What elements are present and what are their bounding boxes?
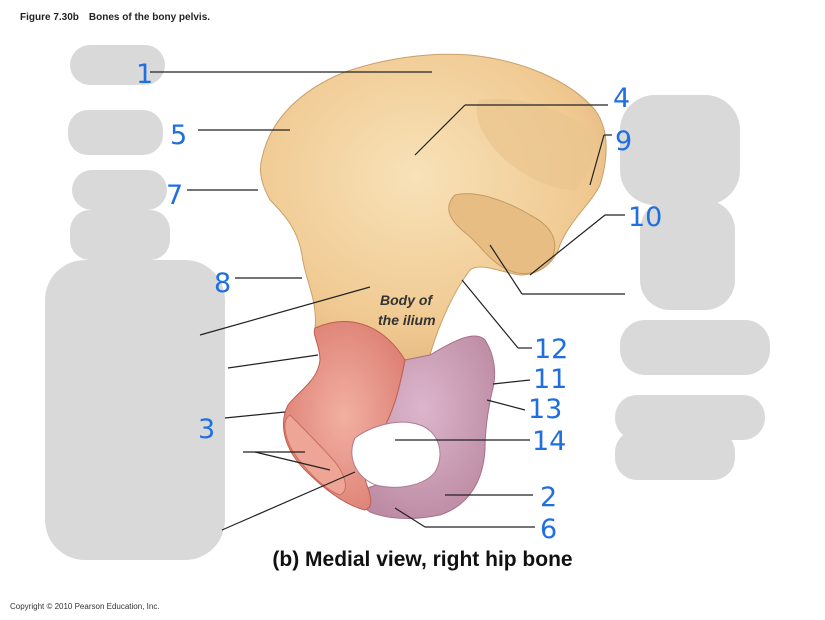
leader-line <box>414 104 466 156</box>
figure-title: Bones of the bony pelvis. <box>88 12 211 23</box>
handwritten-label-1: 1 <box>136 59 153 90</box>
handwritten-label-4: 4 <box>613 83 630 114</box>
redaction-blob <box>615 430 735 480</box>
leader-line <box>394 507 426 528</box>
leader-line <box>486 399 526 411</box>
redaction-blob <box>68 110 163 155</box>
figure-number: Figure 7.30b <box>20 12 79 23</box>
handwritten-label-14: 14 <box>532 426 566 457</box>
redaction-blob <box>620 95 740 205</box>
handwritten-labels: 1 4 5 9 7 10 8 12 11 13 3 14 2 6 <box>136 59 662 545</box>
auricular-surface <box>448 193 556 274</box>
handwritten-label-8: 8 <box>214 268 231 299</box>
leader-line <box>461 279 519 349</box>
leader-line <box>589 134 605 186</box>
handwritten-label-12: 12 <box>534 334 568 365</box>
redaction-blob <box>615 395 765 440</box>
leader-line <box>227 354 319 369</box>
figure-caption: (b) Medial view, right hip bone <box>272 548 573 571</box>
handwritten-label-11: 11 <box>533 364 567 395</box>
redaction-blob <box>620 320 770 375</box>
handwritten-label-6: 6 <box>540 514 557 545</box>
pubic-symphysis-surface <box>284 414 346 496</box>
handwritten-label-2: 2 <box>540 482 557 513</box>
redaction-blob <box>640 200 735 310</box>
body-of-ilium-label-line2: the ilium <box>378 312 436 328</box>
leader-line <box>224 411 286 419</box>
redaction-blob <box>70 210 170 260</box>
leader-line <box>492 379 531 385</box>
handwritten-label-5: 5 <box>170 120 187 151</box>
figure-header: Figure 7.30b Bones of the bony pelvis. <box>20 12 210 23</box>
handwritten-label-9: 9 <box>615 126 632 157</box>
redaction-blob <box>70 45 165 85</box>
body-of-ilium-label: Body of <box>380 292 433 308</box>
iliac-tuberosity-shading <box>476 99 595 190</box>
leader-lines <box>150 71 625 531</box>
leader-line <box>221 471 356 531</box>
redaction-blob <box>45 260 225 560</box>
obturator-foramen <box>351 421 441 488</box>
leader-line <box>529 214 606 276</box>
handwritten-label-3: 3 <box>198 414 215 445</box>
redaction-blobs <box>45 45 770 560</box>
leader-line <box>254 451 331 471</box>
handwritten-label-7: 7 <box>166 180 183 211</box>
handwritten-label-13: 13 <box>528 394 562 425</box>
handwritten-label-10: 10 <box>628 202 662 233</box>
copyright-notice: Copyright © 2010 Pearson Education, Inc. <box>10 602 160 611</box>
redaction-blob <box>72 170 167 210</box>
leader-line <box>489 244 523 295</box>
leader-line <box>199 286 371 336</box>
